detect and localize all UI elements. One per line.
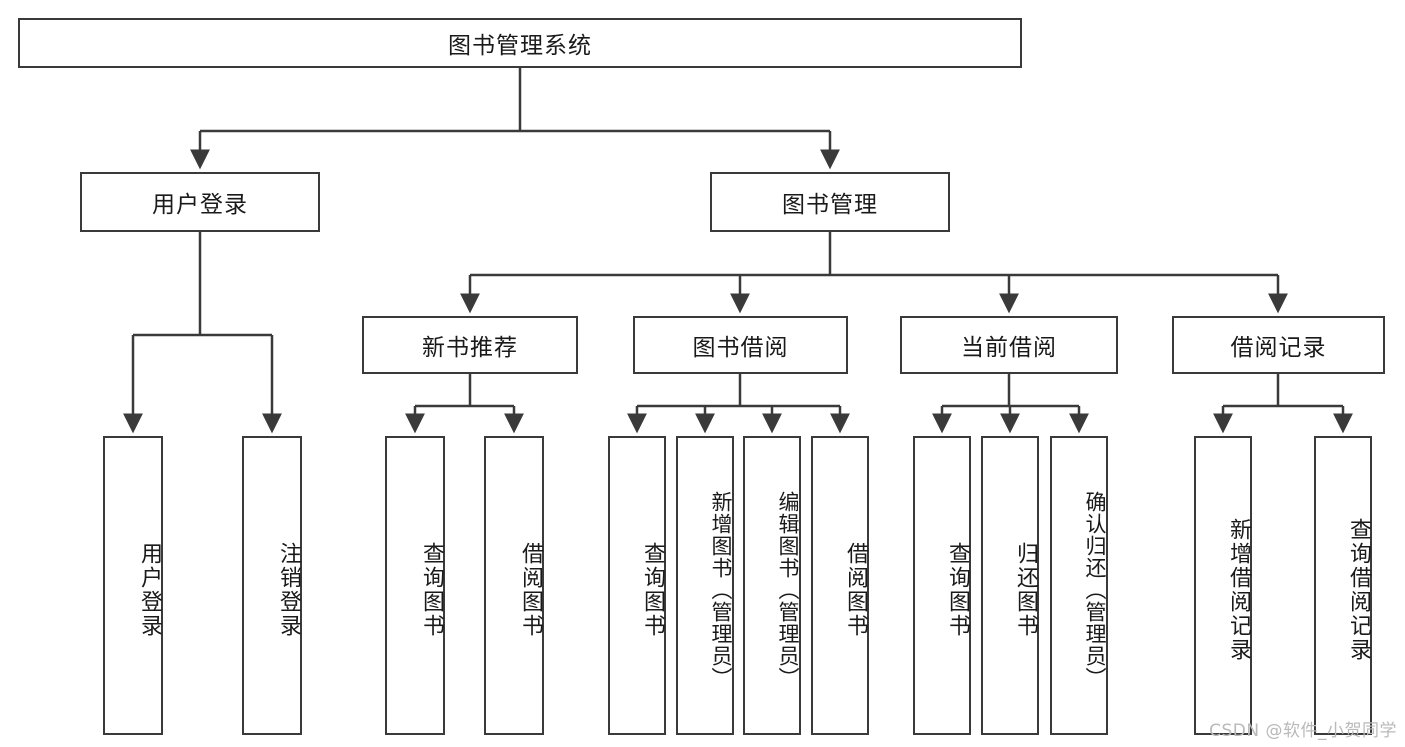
leaf-user-login-label: 用户登录: [137, 541, 162, 638]
leaf-query-book-current-label: 查询图书: [945, 541, 970, 638]
leaf-edit-book-admin[interactable]: 编辑图书（管理员）: [743, 436, 801, 735]
node-new-book-recommend[interactable]: 新书推荐: [362, 316, 578, 374]
leaf-add-borrow-record[interactable]: 新增借阅记录: [1194, 436, 1252, 735]
leaf-borrow-book-recommend[interactable]: 借阅图书: [484, 436, 544, 735]
node-root[interactable]: 图书管理系统: [18, 18, 1022, 68]
leaf-query-book-borrow-label: 查询图书: [640, 541, 665, 638]
node-current-borrow[interactable]: 当前借阅: [900, 316, 1118, 374]
node-book-management-label: 图书管理: [782, 192, 878, 218]
leaf-borrow-book-recommend-label: 借阅图书: [518, 541, 543, 638]
leaf-query-book-current[interactable]: 查询图书: [913, 436, 971, 735]
node-book-borrow[interactable]: 图书借阅: [633, 316, 848, 374]
node-borrow-records-label: 借阅记录: [1230, 335, 1327, 361]
leaf-return-book-label: 归还图书: [1013, 541, 1038, 638]
node-user-login-label: 用户登录: [152, 192, 248, 218]
node-user-login[interactable]: 用户登录: [80, 172, 320, 232]
leaf-add-book-admin[interactable]: 新增图书（管理员）: [676, 436, 734, 735]
leaf-add-borrow-record-label: 新增借阅记录: [1226, 517, 1251, 662]
node-book-management[interactable]: 图书管理: [710, 172, 950, 232]
leaf-return-book[interactable]: 归还图书: [981, 436, 1039, 735]
node-current-borrow-label: 当前借阅: [961, 335, 1057, 361]
node-borrow-records[interactable]: 借阅记录: [1172, 316, 1385, 374]
leaf-borrow-book[interactable]: 借阅图书: [811, 436, 869, 735]
leaf-query-book-borrow[interactable]: 查询图书: [608, 436, 666, 735]
node-root-label: 图书管理系统: [448, 33, 592, 59]
leaf-query-borrow-record-label: 查询借阅记录: [1346, 517, 1371, 662]
node-new-book-recommend-label: 新书推荐: [422, 335, 518, 361]
leaf-edit-book-admin-label: 编辑图书（管理员）: [776, 490, 800, 689]
leaf-query-borrow-record[interactable]: 查询借阅记录: [1314, 436, 1372, 735]
leaf-add-book-admin-label: 新增图书（管理员）: [709, 490, 733, 689]
leaf-logout-label: 注销登录: [276, 541, 301, 638]
leaf-confirm-return-admin[interactable]: 确认归还（管理员）: [1050, 436, 1108, 735]
watermark: CSDN @软件_小贺同学: [1209, 721, 1397, 741]
leaf-confirm-return-admin-label: 确认归还（管理员）: [1083, 490, 1107, 689]
leaf-query-book-recommend-label: 查询图书: [419, 541, 444, 638]
leaf-borrow-book-label: 借阅图书: [843, 541, 868, 638]
leaf-logout[interactable]: 注销登录: [242, 436, 302, 735]
node-book-borrow-label: 图书借阅: [692, 335, 789, 361]
leaf-query-book-recommend[interactable]: 查询图书: [385, 436, 445, 735]
leaf-user-login[interactable]: 用户登录: [103, 436, 163, 735]
